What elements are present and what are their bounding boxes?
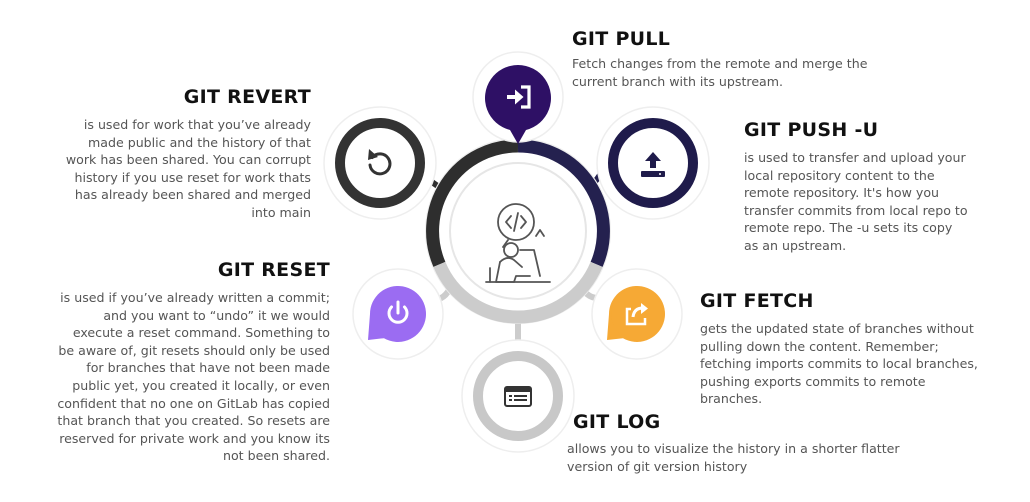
git-pull-pin[interactable]	[485, 64, 551, 144]
git-push-block: GIT PUSH -U is used to transfer and uplo…	[744, 118, 1024, 255]
upload-icon	[641, 152, 665, 177]
list-window-icon	[504, 386, 532, 407]
desc-line: is used to transfer and upload your	[744, 150, 966, 165]
desc-line: gets the updated state of branches witho…	[700, 321, 974, 336]
desc-line: history if you use reset for work thats	[74, 169, 311, 185]
desc-line: public yet, you created it locally, or e…	[72, 377, 330, 393]
git-log-block: GIT LOG allows you to visualize the hist…	[567, 410, 1007, 475]
desc-line: execute a reset command. Something to	[72, 325, 330, 341]
desc-line: not been shared.	[222, 448, 330, 464]
desc-line: for branches that have not been made	[86, 360, 330, 376]
git-log-title: GIT LOG	[573, 411, 661, 433]
desc-line: reserved for private work and you know i…	[59, 430, 330, 446]
git-fetch-badge-inner	[611, 288, 663, 340]
desc-line: transfer commits from local repo to	[744, 202, 968, 218]
git-push-description: is used to transfer and upload your loca…	[744, 149, 1024, 255]
git-fetch-block: GIT FETCH gets the updated state of bran…	[700, 289, 1025, 408]
git-pull-block: GIT PULL Fetch changes from the remote a…	[572, 27, 932, 90]
share-icon	[625, 303, 648, 326]
git-reset-block: GIT RESET is used if you’ve already writ…	[10, 258, 330, 465]
desc-line: into main	[251, 204, 311, 220]
desc-line: version of git version history	[567, 458, 748, 474]
git-push-title: GIT PUSH -U	[744, 119, 879, 141]
git-revert-ring[interactable]	[335, 118, 425, 208]
git-reset-title: GIT RESET	[217, 259, 330, 281]
desc-line: pulling down the content. Remember;	[700, 338, 939, 354]
ring-segment-dark	[426, 139, 519, 267]
undo-icon	[368, 149, 392, 176]
desc-line: pushing exports commits to remote	[700, 373, 926, 389]
center-inner-disc	[449, 162, 587, 300]
desc-line: work has been shared. You can corrupt	[65, 152, 311, 168]
desc-line: branches.	[700, 391, 763, 407]
desc-line: be aware of, git resets should only be u…	[58, 342, 330, 358]
git-fetch-description: gets the updated state of branches witho…	[700, 320, 1025, 408]
git-revert-block: GIT REVERT is used for work that you’ve …	[20, 85, 311, 222]
desc-line: Fetch changes from the remote and merge …	[572, 56, 868, 71]
desc-line: confident that no one on GitLab has copi…	[57, 395, 330, 411]
desc-line: local repository content to the	[744, 167, 935, 183]
desc-line: has already been shared and merged	[74, 187, 311, 203]
desc-line: fetching imports commits to local branch…	[700, 356, 978, 372]
desc-line: and you want to “undo” it we would	[103, 307, 330, 323]
developer-at-laptop-icon	[485, 203, 551, 283]
sign-in-icon	[507, 85, 531, 109]
git-revert-title: GIT REVERT	[183, 86, 311, 108]
ring-segment-navy	[517, 139, 610, 267]
git-pull-description: Fetch changes from the remote and merge …	[572, 55, 932, 90]
desc-line: remote repository. It's how you	[744, 185, 940, 201]
desc-line: remote repo. The -u sets its copy	[744, 220, 953, 236]
desc-line: made public and the history of that	[87, 134, 311, 150]
desc-line: as an upstream.	[744, 237, 847, 253]
ring-segment-light	[433, 261, 603, 324]
power-icon	[387, 300, 409, 324]
desc-line: is used if you’ve already written a comm…	[60, 290, 330, 305]
git-fetch-title: GIT FETCH	[700, 290, 814, 312]
git-revert-description: is used for work that you’ve already mad…	[20, 116, 311, 222]
git-pull-title: GIT PULL	[572, 28, 671, 50]
desc-line: current branch with its upstream.	[572, 73, 784, 89]
desc-line: that branch that you created. So resets …	[57, 413, 330, 429]
desc-line: allows you to visualize the history in a…	[567, 441, 900, 456]
desc-line: is used for work that you’ve already	[83, 117, 311, 132]
git-log-description: allows you to visualize the history in a…	[567, 440, 1007, 475]
git-reset-description: is used if you’ve already written a comm…	[10, 289, 330, 465]
